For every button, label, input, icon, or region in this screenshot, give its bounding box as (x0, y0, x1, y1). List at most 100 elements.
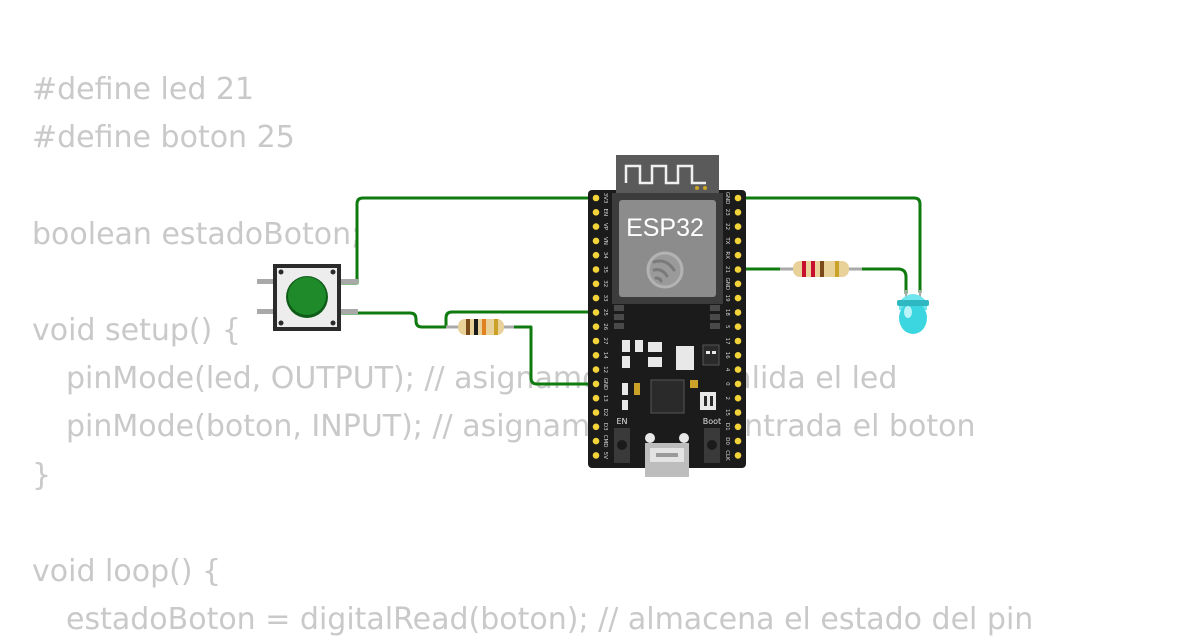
wire-resistor-to-led[interactable] (850, 267, 908, 295)
code-line: void setup() { (32, 312, 241, 348)
header-pin[interactable] (734, 437, 742, 445)
wire-resistor-to-gnd[interactable] (512, 325, 598, 386)
header-pin[interactable] (734, 337, 742, 345)
wire-3v3-to-button[interactable] (340, 196, 598, 285)
resistor-led[interactable] (780, 261, 862, 277)
header-pin[interactable] (592, 266, 600, 273)
pin-label: GND (724, 277, 730, 290)
header-pin[interactable] (734, 352, 742, 359)
resistor-button-pulldown[interactable] (446, 319, 514, 335)
header-pin[interactable] (592, 437, 600, 445)
wire-gnd-to-led[interactable] (736, 196, 922, 294)
header-pin[interactable] (592, 423, 600, 431)
pin-label: D2 (602, 409, 608, 417)
pin-label: D0 (724, 437, 730, 445)
pin-label: 15 (724, 409, 730, 416)
header-pin[interactable] (734, 366, 742, 373)
code-line: void loop() { (32, 553, 222, 589)
push-button[interactable] (257, 264, 358, 331)
header-pin[interactable] (734, 280, 742, 288)
code-line: #define boton 25 (32, 120, 295, 156)
header-pin[interactable] (592, 280, 600, 288)
en-label: EN (616, 417, 627, 426)
header-pin[interactable] (734, 294, 742, 302)
header-pin[interactable] (734, 194, 742, 202)
header-pin[interactable] (734, 423, 742, 431)
header-pin[interactable] (734, 209, 742, 216)
pin-label: 35 (602, 266, 608, 273)
button-cap[interactable] (288, 277, 326, 315)
header-pin[interactable] (592, 237, 600, 245)
pin-label: 5V (602, 452, 608, 459)
pin-label: 25 (602, 309, 608, 316)
pin-label: 2 (724, 396, 730, 400)
pin-label: 17 (724, 338, 730, 345)
pin-label: 22 (724, 223, 730, 230)
boot-label: Boot (703, 417, 721, 426)
header-pin[interactable] (734, 237, 742, 245)
header-pin[interactable] (592, 209, 600, 216)
header-pin[interactable] (592, 337, 600, 345)
wires (340, 196, 922, 386)
boot-button[interactable] (704, 428, 720, 463)
header-pin[interactable] (592, 394, 600, 402)
header-pin[interactable] (592, 323, 600, 331)
pin-label: 21 (724, 266, 730, 273)
pin-label: CLK (724, 450, 730, 461)
wire-pin25-to-resistor[interactable] (444, 310, 598, 329)
pin-label: 27 (602, 338, 608, 345)
pin-label: 4 (724, 368, 730, 372)
header-pin[interactable] (592, 366, 600, 373)
pin-label: GND (724, 192, 730, 205)
pin-label: 18 (724, 309, 730, 316)
pin-label: D3 (602, 423, 608, 431)
pin-label: 0 (724, 382, 730, 386)
pin-label: 34 (602, 252, 608, 259)
pin-label: 12 (602, 366, 608, 373)
code-line: #define led 21 (32, 72, 255, 107)
circuit-canvas[interactable]: ESP32 (0, 0, 1200, 630)
pcb-antenna-icon (616, 155, 719, 193)
header-pin[interactable] (592, 251, 600, 259)
pin-label: 26 (602, 323, 608, 330)
espressif-logo-icon (646, 251, 684, 289)
header-pin[interactable] (734, 323, 742, 331)
usb-connector[interactable] (645, 433, 689, 477)
header-pin[interactable] (734, 251, 742, 259)
pin-label: GND (602, 378, 608, 391)
pin-label: 19 (724, 295, 730, 302)
pin-label: CMD (602, 435, 608, 448)
code-line: } (32, 457, 52, 493)
header-pin[interactable] (592, 352, 600, 359)
header-pin[interactable] (592, 294, 600, 302)
code-listing: #define led 21 #define boton 25 boolean es… (32, 66, 1033, 644)
header-pin[interactable] (734, 266, 742, 273)
code-line: boolean estadoBoton; (32, 216, 362, 252)
header-pin[interactable] (592, 194, 600, 202)
wire-button-to-pin25[interactable] (340, 311, 448, 329)
esp32-board[interactable]: ESP32 (588, 155, 746, 477)
pin-label: 16 (724, 352, 730, 359)
module-label: ESP32 (626, 214, 704, 242)
pin-label: VN (602, 237, 608, 245)
pin-label: 23 (724, 209, 730, 216)
header-pin[interactable] (592, 223, 600, 230)
en-button[interactable] (614, 428, 630, 463)
pin-label: EN (602, 209, 608, 217)
pin-label: 14 (602, 352, 608, 359)
header-pin[interactable] (734, 452, 742, 459)
header-pin[interactable] (734, 309, 742, 316)
header-pin[interactable] (734, 409, 742, 416)
header-pin[interactable] (592, 309, 600, 316)
header-pin[interactable] (734, 380, 742, 388)
header-pin[interactable] (592, 452, 600, 459)
pin-label: RX (724, 251, 730, 259)
pin-label: VP (602, 223, 608, 231)
pin-label: 13 (602, 395, 608, 402)
header-pin[interactable] (592, 380, 600, 388)
header-pin[interactable] (592, 409, 600, 416)
header-pin[interactable] (734, 223, 742, 230)
led[interactable] (897, 290, 929, 334)
header-pin[interactable] (734, 394, 742, 402)
